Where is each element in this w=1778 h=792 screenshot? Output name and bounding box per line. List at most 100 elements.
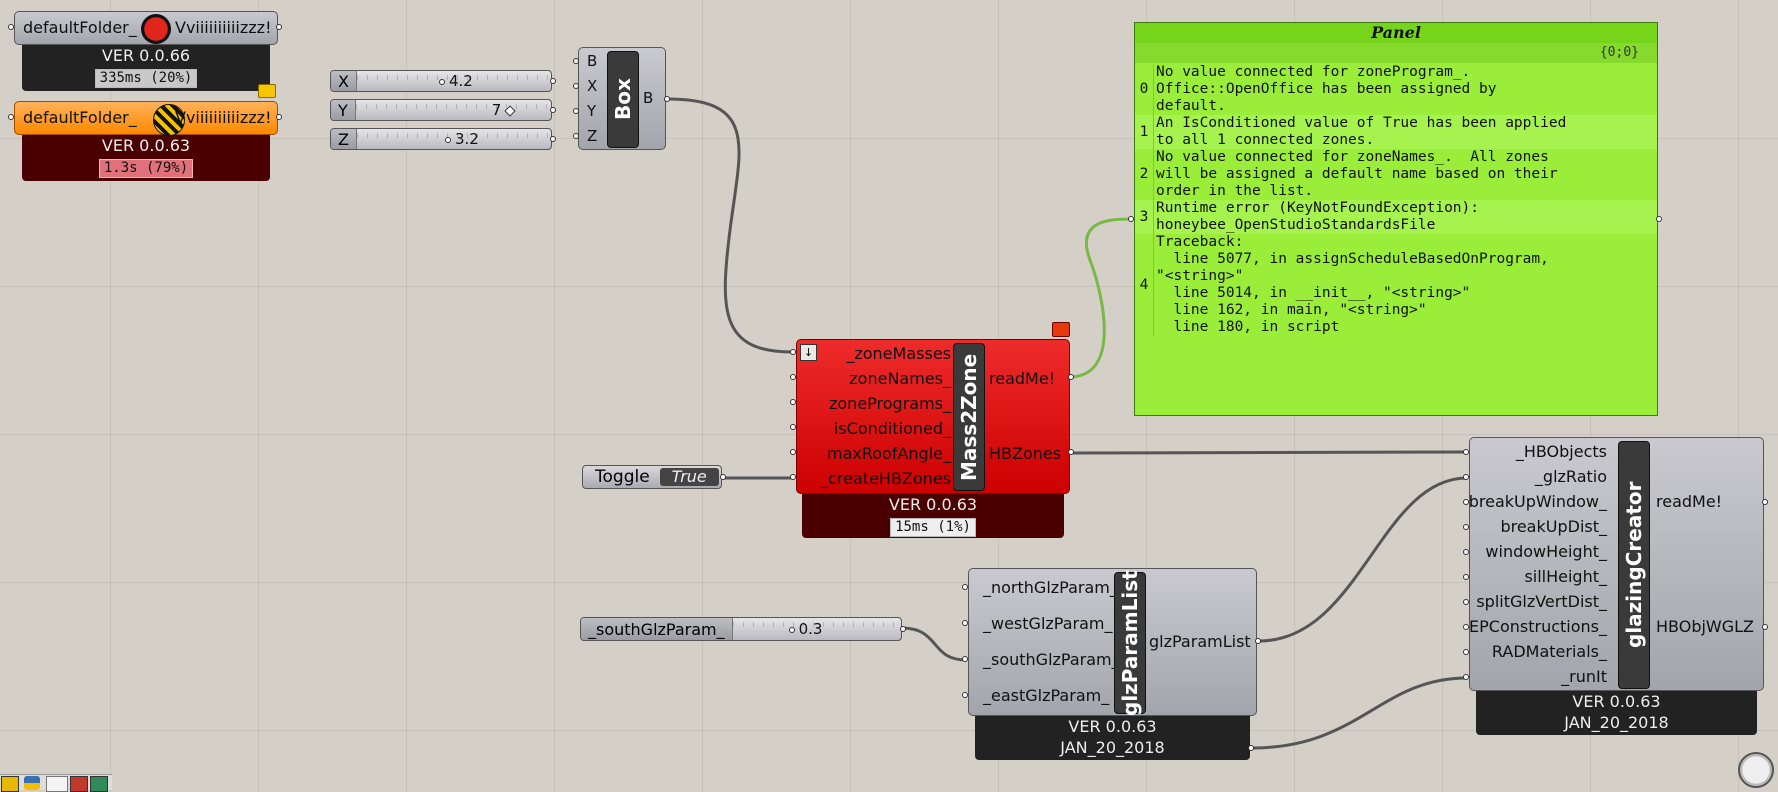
slider-track[interactable]: 3.2 — [356, 129, 551, 149]
input-grip[interactable] — [573, 108, 579, 114]
output-grip[interactable] — [550, 78, 556, 84]
slider-value: 3.2 — [454, 130, 479, 148]
output-grip[interactable] — [550, 107, 556, 113]
output-grip[interactable] — [720, 474, 726, 480]
box-component[interactable]: B X Y Z Box B — [578, 47, 666, 150]
input-grip[interactable] — [962, 692, 968, 698]
ladybug-folder-component[interactable]: defaultFolder_ Vviiiiiiiiiizzz! — [14, 11, 278, 45]
input-grip[interactable] — [1463, 599, 1469, 605]
input-grip[interactable] — [790, 399, 796, 405]
glzparam-input-label: _southGlzParam_ — [983, 650, 1120, 669]
plugin-icon[interactable] — [90, 776, 108, 792]
text-abc-icon[interactable] — [46, 776, 68, 792]
slider-value: 0.3 — [798, 620, 823, 638]
glzparamlist-footer: VER 0.0.63 JAN_20_2018 — [975, 716, 1250, 760]
panel-row-index: 1 — [1135, 115, 1154, 149]
error-flag-icon[interactable] — [1052, 322, 1070, 337]
slider-knob-icon[interactable] — [438, 79, 445, 85]
toggle-value[interactable]: True — [659, 468, 719, 486]
boolean-toggle[interactable]: Toggle True — [582, 465, 722, 489]
glazingcreator-footer: VER 0.0.63 JAN_20_2018 — [1476, 691, 1757, 735]
glzparamlist-component[interactable]: _northGlzParam_ _westGlzParam_ _southGlz… — [968, 568, 1257, 716]
version-label: VER 0.0.66 — [101, 46, 191, 65]
output-grip[interactable] — [1068, 449, 1074, 455]
python-icon[interactable] — [24, 776, 40, 790]
slider-track[interactable]: 4.2 — [356, 71, 551, 91]
version-label: VER 0.0.63 — [1068, 717, 1157, 736]
glzparamlist-nickname: glzParamList — [1114, 570, 1146, 716]
toggle-label: Toggle — [595, 467, 650, 487]
output-grip[interactable] — [1068, 374, 1074, 380]
output-grip[interactable] — [1762, 624, 1768, 630]
slider-y[interactable]: Y 7 — [330, 99, 552, 121]
panel-row-text: No value connected for zoneNames_. All z… — [1156, 149, 1558, 199]
folder1-input-label: defaultFolder_ — [23, 18, 137, 37]
slider-track[interactable]: 0.3 — [732, 618, 901, 640]
input-grip[interactable] — [8, 114, 14, 120]
expand-arrow-icon[interactable]: ↓ — [800, 344, 817, 361]
canvas-navigation-icon[interactable] — [1738, 752, 1774, 788]
plugin-icon[interactable] — [70, 776, 88, 792]
output-grip[interactable] — [1248, 745, 1254, 751]
slider-z[interactable]: Z 3.2 — [330, 128, 552, 150]
input-grip[interactable] — [790, 449, 796, 455]
input-grip[interactable] — [573, 58, 579, 64]
folder-icon[interactable] — [1, 776, 19, 792]
input-grip[interactable] — [790, 424, 796, 430]
folder2-input-label: defaultFolder_ — [23, 108, 137, 127]
glazingcreator-component[interactable]: _HBObjects _glzRatio breakUpWindow_ brea… — [1469, 437, 1764, 691]
slider-south-glz-param[interactable]: _southGlzParam_ 0.3 — [580, 617, 902, 641]
input-grip[interactable] — [1463, 474, 1469, 480]
input-grip[interactable] — [1463, 624, 1469, 630]
input-grip[interactable] — [962, 584, 968, 590]
output-grip[interactable] — [276, 114, 282, 120]
mass2zone-footer: VER 0.0.63 15ms (1%) — [802, 494, 1064, 538]
input-grip[interactable] — [8, 24, 14, 30]
panel-row-text: An IsConditioned value of True has been … — [1156, 115, 1567, 148]
input-grip[interactable] — [1128, 216, 1134, 222]
input-grip[interactable] — [573, 133, 579, 139]
input-grip[interactable] — [1463, 574, 1469, 580]
output-grip[interactable] — [900, 626, 906, 632]
warning-flag-icon[interactable] — [258, 84, 276, 98]
slider-x[interactable]: X 4.2 — [330, 70, 552, 92]
glzparam-input-label: _westGlzParam_ — [983, 614, 1113, 633]
input-grip[interactable] — [1463, 524, 1469, 530]
honeybee-folder-component[interactable]: defaultFolder_ Vviiiiiiiiiizzz! — [14, 101, 278, 136]
input-grip[interactable] — [790, 474, 796, 480]
slider-knob-icon[interactable] — [788, 627, 795, 633]
glazing-input-label: _HBObjects — [1515, 442, 1607, 461]
panel-row-index: 0 — [1135, 64, 1154, 115]
output-grip[interactable] — [1762, 499, 1768, 505]
input-grip[interactable] — [790, 374, 796, 380]
output-grip[interactable] — [1255, 638, 1261, 644]
wire-south-to-glzparam — [901, 626, 967, 662]
slider-label: Y — [331, 100, 356, 120]
input-grip[interactable] — [790, 349, 796, 355]
input-grip[interactable] — [1463, 649, 1469, 655]
version-label: VER 0.0.63 — [1572, 692, 1661, 711]
folder1-footer: VER 0.0.66 335ms (20%) — [22, 45, 270, 91]
mass2zone-component[interactable]: ↓ _zoneMasses zoneNames_ zonePrograms_ i… — [796, 339, 1070, 494]
panel-row-index: 2 — [1135, 149, 1154, 200]
input-grip[interactable] — [1463, 549, 1469, 555]
slider-track[interactable]: 7 — [355, 100, 551, 120]
input-grip[interactable] — [1463, 449, 1469, 455]
input-grip[interactable] — [962, 620, 968, 626]
slider-knob-icon[interactable] — [504, 105, 516, 117]
slider-knob-icon[interactable] — [444, 137, 451, 143]
output-grip[interactable] — [276, 24, 282, 30]
input-grip[interactable] — [573, 83, 579, 89]
input-grip[interactable] — [1463, 499, 1469, 505]
glzparamlist-output: glzParamList — [1149, 632, 1251, 651]
panel-row-text: Traceback: line 5077, in assignScheduleB… — [1156, 234, 1549, 335]
input-grip[interactable] — [1463, 674, 1469, 680]
text-panel[interactable]: Panel {0;0} 0 No value connected for zon… — [1134, 22, 1658, 416]
output-grip[interactable] — [550, 136, 556, 142]
panel-row-index: 3 — [1135, 200, 1154, 234]
input-grip[interactable] — [962, 656, 968, 662]
output-grip[interactable] — [1656, 216, 1662, 222]
glazing-input-label: _glzRatio — [1534, 467, 1607, 486]
output-grip[interactable] — [664, 96, 670, 102]
glzparam-input-label: _eastGlzParam_ — [983, 686, 1110, 705]
